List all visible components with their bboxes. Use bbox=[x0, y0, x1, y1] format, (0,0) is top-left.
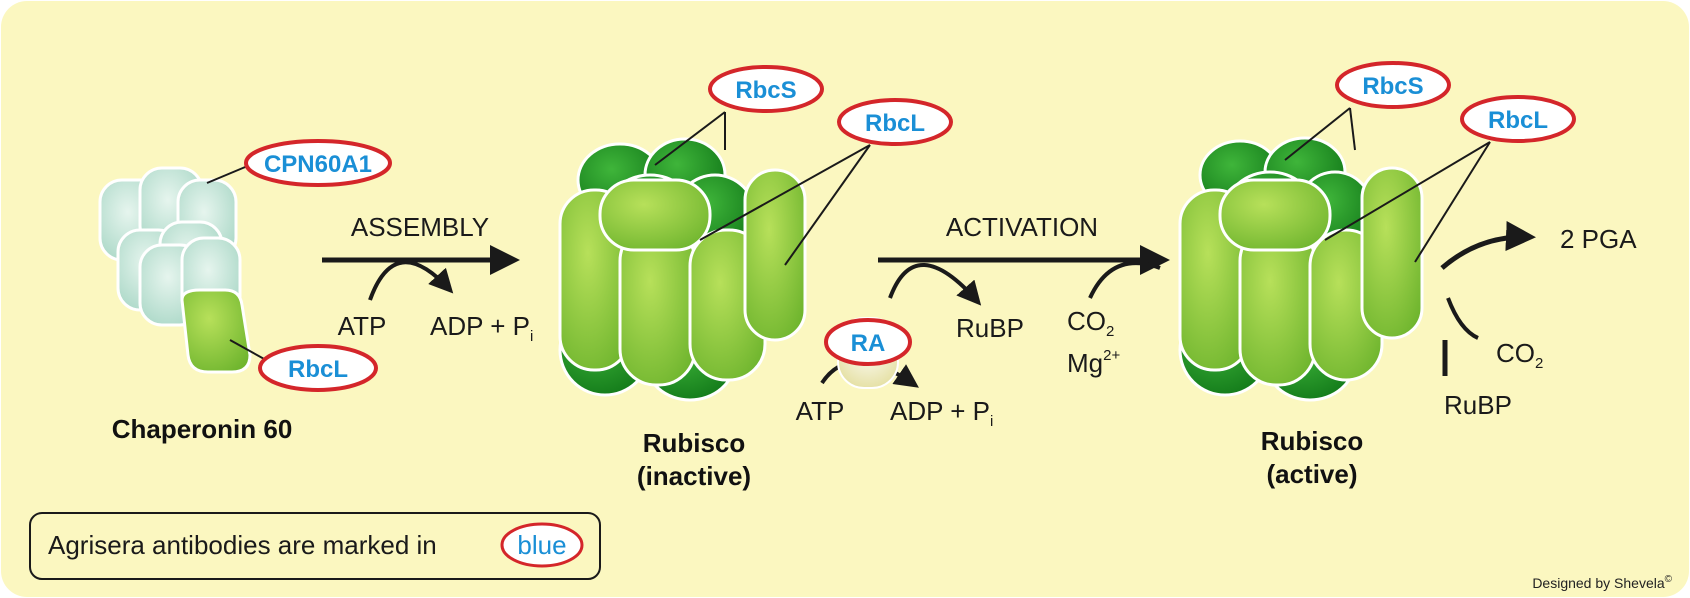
rbcl-label: RbcL bbox=[1488, 107, 1548, 134]
ra-atp-label: ATP bbox=[796, 396, 845, 426]
adp-pi-label: ADP + Pi bbox=[430, 311, 533, 345]
rubp-active-label: RuBP bbox=[1444, 390, 1512, 420]
activation-label: ACTIVATION bbox=[946, 212, 1098, 242]
rbcs-label: RbcS bbox=[1362, 73, 1423, 100]
pointer-line bbox=[1324, 141, 1491, 241]
pointer-line bbox=[206, 164, 251, 184]
ra-adp-pi-label: ADP + Pi bbox=[890, 396, 993, 430]
pointer-line bbox=[654, 111, 726, 166]
rubisco-inactive-illustration bbox=[558, 137, 807, 402]
rubisco-active-title: Rubisco bbox=[1261, 426, 1364, 456]
rbcl-label: RbcL bbox=[288, 356, 348, 383]
cpn60a1-label: CPN60A1 bbox=[264, 151, 372, 178]
legend-blue-word: blue bbox=[517, 530, 566, 560]
ra-label: RA bbox=[851, 330, 886, 357]
rubisco-active-illustration bbox=[1178, 136, 1424, 402]
antibody-rbcs-active: RbcS bbox=[1335, 61, 1451, 109]
mg-label: Mg2+ bbox=[1067, 347, 1120, 378]
pointer-line bbox=[699, 144, 871, 241]
pga-label: 2 PGA bbox=[1560, 224, 1637, 254]
rbcl-label: RbcL bbox=[865, 110, 925, 137]
legend-text: Agrisera antibodies are marked in bbox=[48, 530, 437, 560]
co2-label: CO2 bbox=[1067, 306, 1114, 340]
chaperonin-60-title: Chaperonin 60 bbox=[112, 414, 293, 444]
assembly-label: ASSEMBLY bbox=[351, 212, 489, 242]
pointer-line bbox=[1349, 107, 1356, 151]
pointer-line bbox=[784, 144, 871, 266]
co2-active-label: CO2 bbox=[1496, 338, 1543, 372]
rbcl-subunit-on-chaperonin bbox=[180, 288, 252, 374]
activation-arrow bbox=[878, 245, 1170, 306]
antibody-ra: RA bbox=[824, 318, 912, 366]
rubisco-inactive-subtitle: (inactive) bbox=[637, 461, 751, 491]
rubisco-inactive-title: Rubisco bbox=[643, 428, 746, 458]
antibody-cpn60a1: CPN60A1 bbox=[244, 139, 392, 187]
rbcs-label: RbcS bbox=[735, 77, 796, 104]
rubisco-active-subtitle: (active) bbox=[1266, 459, 1357, 489]
legend-box: Agrisera antibodies are marked in blue bbox=[29, 512, 601, 580]
antibody-rbcl-chaperonin: RbcL bbox=[258, 344, 378, 392]
catalysis-arrows bbox=[1440, 221, 1536, 376]
assembly-arrow bbox=[322, 245, 520, 301]
rubp-label: RuBP bbox=[956, 313, 1024, 343]
pointer-line bbox=[1414, 141, 1491, 263]
pointer-line bbox=[1284, 107, 1351, 161]
atp-label: ATP bbox=[338, 311, 387, 341]
antibody-rbcs-inactive: RbcS bbox=[708, 65, 824, 113]
antibody-rbcl-active: RbcL bbox=[1460, 95, 1576, 143]
chaperonin-60-illustration bbox=[98, 166, 252, 374]
credit-text: Designed by Shevela© bbox=[1532, 574, 1672, 591]
antibody-rbcl-inactive: RbcL bbox=[837, 98, 953, 146]
